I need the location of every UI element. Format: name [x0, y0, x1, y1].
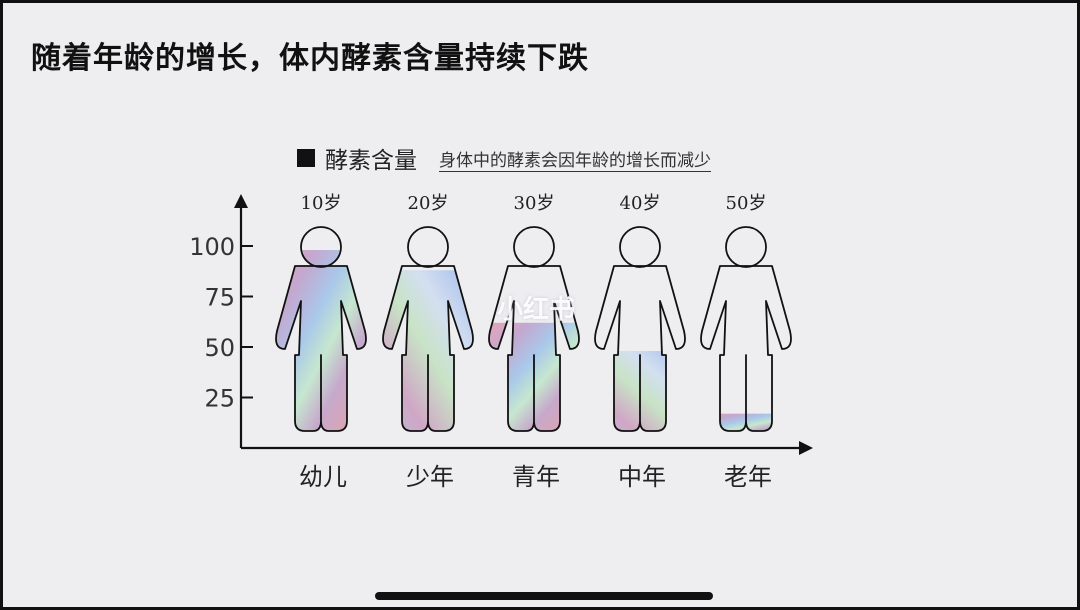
x-axis-arrow — [799, 441, 813, 455]
age-label: 10岁 — [301, 193, 342, 214]
figure-body — [594, 265, 686, 432]
category-label: 青年 — [512, 463, 560, 491]
category-label: 少年 — [406, 463, 454, 491]
figure-head — [300, 226, 342, 268]
legend-note: 身体中的酵素会因年龄的增长而减少 — [439, 150, 711, 171]
age-label: 40岁 — [620, 193, 661, 214]
chart-legend: 酵素含量 身体中的酵素会因年龄的增长而减少 — [297, 141, 711, 175]
y-tick-label: 50 — [204, 334, 235, 362]
age-label: 20岁 — [408, 193, 449, 214]
watermark-logo: 小红书 — [497, 295, 576, 325]
home-indicator[interactable] — [375, 592, 713, 600]
age-label: 30岁 — [514, 193, 555, 214]
figure-body — [700, 265, 792, 432]
category-label: 中年 — [618, 463, 666, 491]
legend-swatch — [297, 149, 315, 167]
figure-head — [513, 226, 555, 268]
age-label: 50岁 — [726, 193, 767, 214]
y-tick-label: 75 — [204, 284, 235, 312]
y-axis-arrow — [234, 194, 248, 208]
figure-head — [725, 226, 767, 268]
y-tick-label: 100 — [189, 233, 235, 261]
figure-head — [407, 226, 449, 268]
y-tick-label: 25 — [204, 385, 235, 413]
figure-body — [382, 265, 474, 432]
page-title: 随着年龄的增长，体内酵素含量持续下跌 — [31, 41, 589, 76]
category-label: 老年 — [724, 463, 772, 491]
figure-body — [488, 265, 580, 432]
legend-label: 酵素含量 — [325, 148, 417, 174]
figure-head — [619, 226, 661, 268]
figure-body — [275, 265, 367, 432]
category-label: 幼儿 — [299, 463, 347, 491]
